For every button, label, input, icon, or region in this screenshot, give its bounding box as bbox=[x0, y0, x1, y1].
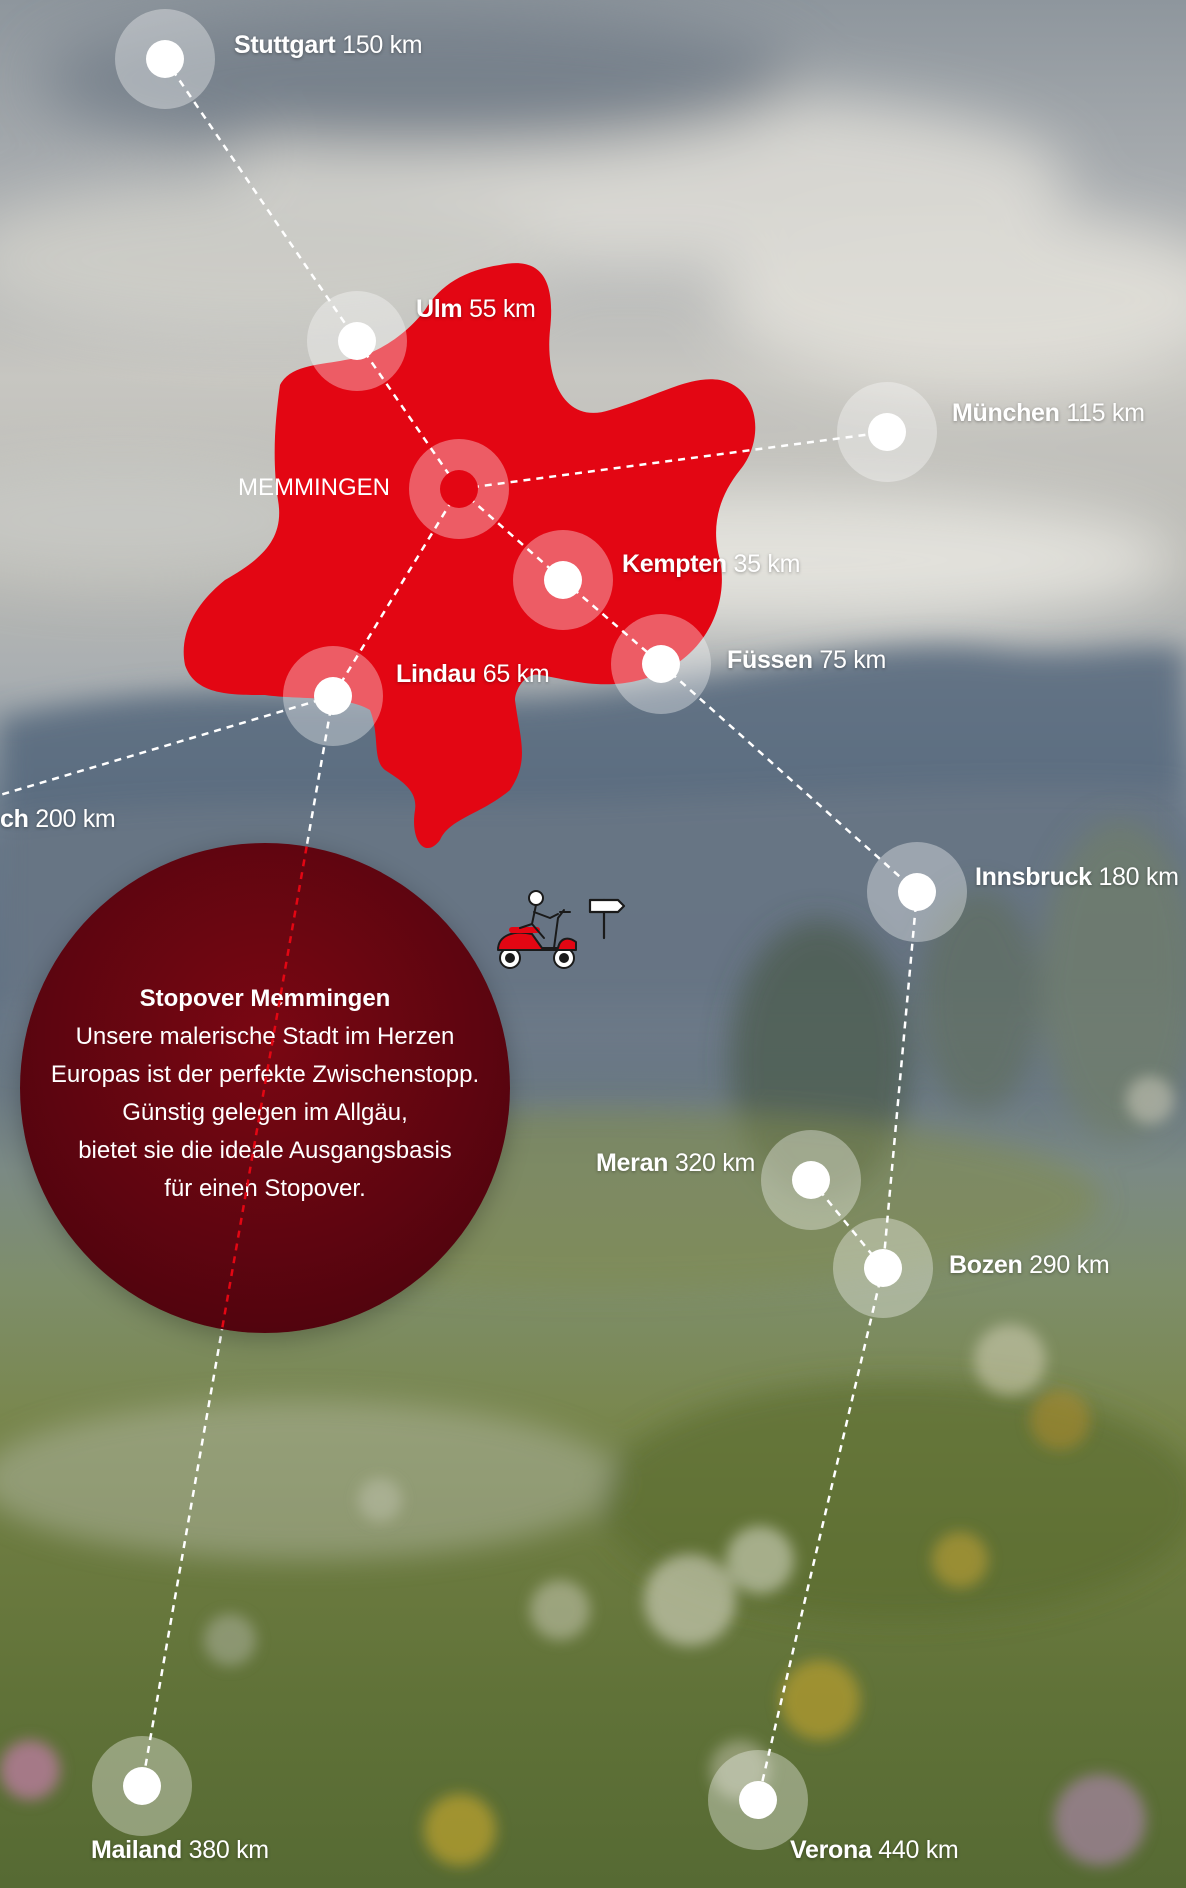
label-name: Stuttgart bbox=[234, 31, 336, 59]
region-shape bbox=[183, 263, 756, 849]
label-name: München bbox=[952, 399, 1060, 427]
label-fuessen: Füssen 75 km bbox=[727, 645, 886, 675]
route-line-highlight bbox=[220, 846, 308, 1330]
signpost-icon bbox=[588, 898, 626, 940]
route-line bbox=[458, 430, 888, 491]
location-markers bbox=[92, 9, 967, 1850]
label-name: Meran bbox=[596, 1149, 669, 1177]
label-stuttgart: Stuttgart 150 km bbox=[234, 30, 423, 60]
label-name: Mailand bbox=[91, 1836, 182, 1864]
label-distance: 440 km bbox=[878, 1836, 959, 1864]
marker-dot bbox=[123, 1767, 161, 1805]
label-ulm: Ulm 55 km bbox=[416, 294, 536, 324]
marker-innsbruck[interactable] bbox=[867, 842, 967, 942]
label-distance: 55 km bbox=[469, 295, 536, 323]
label-meran: Meran 320 km bbox=[596, 1148, 755, 1178]
info-title: Stopover Memmingen bbox=[139, 985, 391, 1012]
label-innsbruck: Innsbruck 180 km bbox=[975, 862, 1179, 892]
marker-verona[interactable] bbox=[708, 1750, 808, 1850]
info-line: bietet sie die ideale Ausgangsbasis bbox=[78, 1137, 452, 1164]
marker-dot bbox=[314, 677, 352, 715]
home-label: MEMMINGEN bbox=[238, 474, 390, 501]
label-name: ch bbox=[0, 805, 29, 833]
label-name: Ulm bbox=[416, 295, 463, 323]
label-distance: 380 km bbox=[188, 1836, 269, 1864]
info-circle bbox=[20, 843, 510, 1333]
label-distance: 115 km bbox=[1066, 399, 1145, 427]
route-line bbox=[881, 891, 919, 1269]
route-line bbox=[458, 488, 564, 581]
label-name: Innsbruck bbox=[975, 863, 1092, 891]
info-text: Stopover Memmingen Unsere malerische Sta… bbox=[30, 980, 500, 1208]
label-verona: Verona 440 km bbox=[790, 1835, 959, 1865]
marker-dot bbox=[868, 413, 906, 451]
marker-fuessen[interactable] bbox=[611, 614, 711, 714]
marker-stuttgart[interactable] bbox=[115, 9, 215, 109]
marker-mailand[interactable] bbox=[92, 1736, 192, 1836]
marker-dot bbox=[792, 1161, 830, 1199]
label-name: Kempten bbox=[622, 550, 727, 578]
route-line bbox=[562, 579, 662, 665]
marker-dot bbox=[146, 40, 184, 78]
label-name: Füssen bbox=[727, 646, 813, 674]
label-name: Lindau bbox=[396, 660, 477, 688]
route-line bbox=[660, 663, 918, 893]
info-line: für einen Stopover. bbox=[164, 1175, 366, 1202]
label-name: Bozen bbox=[949, 1251, 1023, 1279]
label-mailand: Mailand 380 km bbox=[91, 1835, 269, 1865]
label-distance: 200 km bbox=[35, 805, 116, 833]
label-lindau: Lindau 65 km bbox=[396, 659, 550, 689]
label-zuerich: ch 200 km bbox=[0, 804, 116, 834]
label-distance: 75 km bbox=[819, 646, 886, 674]
marker-lindau[interactable] bbox=[283, 646, 383, 746]
label-distance: 65 km bbox=[482, 660, 550, 688]
route-line bbox=[331, 488, 461, 697]
marker-dot bbox=[864, 1249, 902, 1287]
route-line bbox=[355, 340, 461, 490]
marker-meran[interactable] bbox=[761, 1130, 861, 1230]
info-line: Günstig gelegen im Allgäu, bbox=[122, 1099, 408, 1126]
label-distance: 290 km bbox=[1029, 1251, 1110, 1279]
marker-dot bbox=[739, 1781, 777, 1819]
marker-kempten[interactable] bbox=[513, 530, 613, 630]
info-line: Unsere malerische Stadt im Herzen bbox=[75, 1023, 455, 1050]
marker-dot bbox=[642, 645, 680, 683]
scooter-icon bbox=[497, 890, 577, 969]
label-bozen: Bozen 290 km bbox=[949, 1250, 1110, 1280]
label-muenchen: München 115 km bbox=[952, 398, 1145, 428]
label-distance: 180 km bbox=[1098, 863, 1179, 891]
marker-dot bbox=[440, 470, 478, 508]
label-distance: 320 km bbox=[674, 1149, 755, 1177]
route-line bbox=[756, 1267, 885, 1801]
marker-dot bbox=[338, 322, 376, 360]
marker-dot bbox=[898, 873, 936, 911]
label-distance: 35 km bbox=[733, 550, 801, 578]
marker-memmingen[interactable] bbox=[409, 439, 509, 539]
label-kempten: Kempten 35 km bbox=[622, 549, 800, 579]
marker-muenchen[interactable] bbox=[837, 382, 937, 482]
marker-ulm[interactable] bbox=[307, 291, 407, 391]
route-line bbox=[0, 694, 334, 797]
route-line bbox=[163, 58, 359, 342]
marker-dot bbox=[544, 561, 582, 599]
label-distance: 150 km bbox=[342, 31, 423, 59]
marker-bozen[interactable] bbox=[833, 1218, 933, 1318]
label-name: Verona bbox=[790, 1836, 872, 1864]
